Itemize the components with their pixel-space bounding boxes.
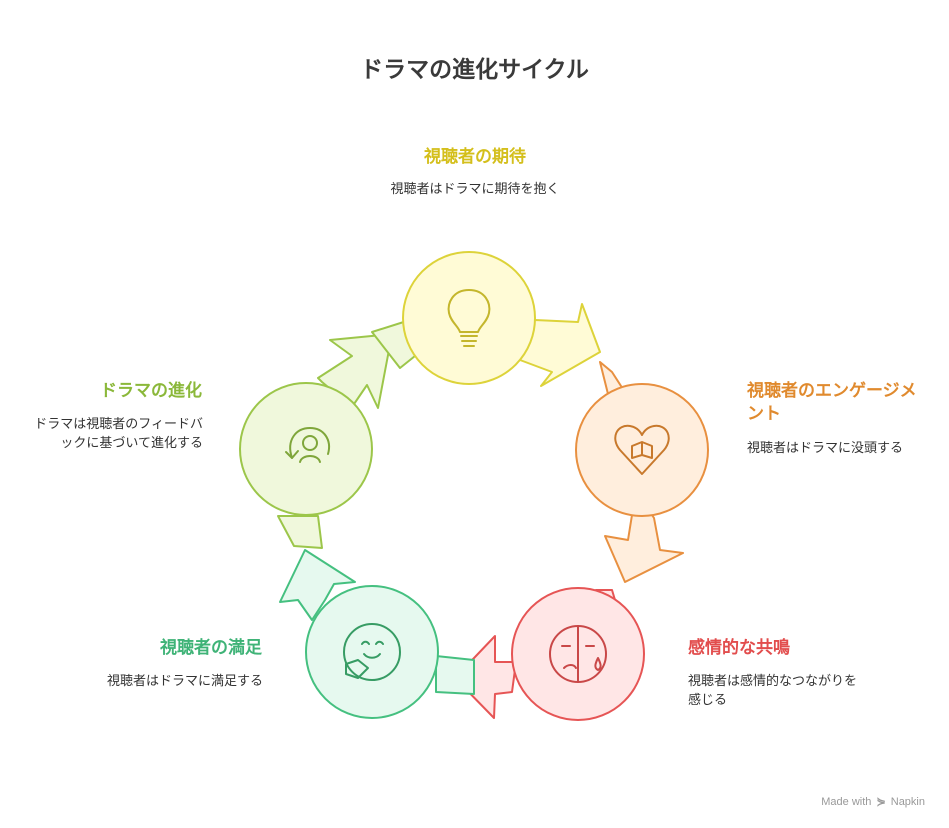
happy-reader-icon bbox=[343, 623, 401, 681]
stage-satisfaction-heading: 視聴者の満足 bbox=[160, 638, 262, 658]
arrow-1-to-2 bbox=[519, 303, 601, 387]
stage-resonance-heading: 感情的な共鳴 bbox=[688, 638, 790, 658]
stage-expectation-heading: 視聴者の期待 bbox=[424, 147, 526, 167]
stage-evolution-description: ドラマは視聴者のフィードバックに基づいて進化する bbox=[34, 417, 203, 451]
stage-circle-expectation bbox=[402, 251, 536, 385]
heart-with-book-icon bbox=[614, 424, 670, 475]
napkin-logo-icon: ⋟ bbox=[876, 796, 886, 808]
stage-evolution-heading: ドラマの進化 bbox=[100, 381, 202, 401]
napkin-brand-label: Napkin bbox=[890, 796, 925, 808]
evolving-person-icon bbox=[285, 427, 330, 463]
diagram-title: ドラマの進化サイクル bbox=[360, 57, 589, 83]
arrow-2-to-3 bbox=[604, 511, 684, 583]
arrow-segment-3-4b bbox=[435, 655, 475, 695]
stage-circle-resonance bbox=[511, 587, 645, 721]
made-with-napkin-badge[interactable]: Made with ⋟ Napkin bbox=[821, 795, 925, 808]
lightbulb-icon bbox=[447, 289, 491, 347]
stage-circle-satisfaction bbox=[305, 585, 439, 719]
stage-circle-evolution bbox=[239, 382, 373, 516]
arrow-3-to-4 bbox=[454, 635, 517, 719]
stage-engagement-description: 視聴者はドラマに没頭する bbox=[747, 441, 904, 456]
made-with-label: Made with bbox=[821, 796, 872, 808]
stage-expectation-description: 視聴者はドラマに期待を抱く bbox=[390, 182, 560, 197]
stage-circle-engagement bbox=[575, 383, 709, 517]
stage-satisfaction-description: 視聴者はドラマに満足する bbox=[106, 674, 263, 689]
arrow-segment-4-5 bbox=[277, 515, 323, 549]
stage-engagement-heading: 視聴者のエンゲージメント bbox=[747, 381, 917, 424]
arrow-4-to-5 bbox=[279, 549, 356, 621]
stage-resonance-description: 視聴者は感情的なつながりを感じる bbox=[688, 674, 858, 708]
crying-face-icon bbox=[549, 625, 607, 683]
